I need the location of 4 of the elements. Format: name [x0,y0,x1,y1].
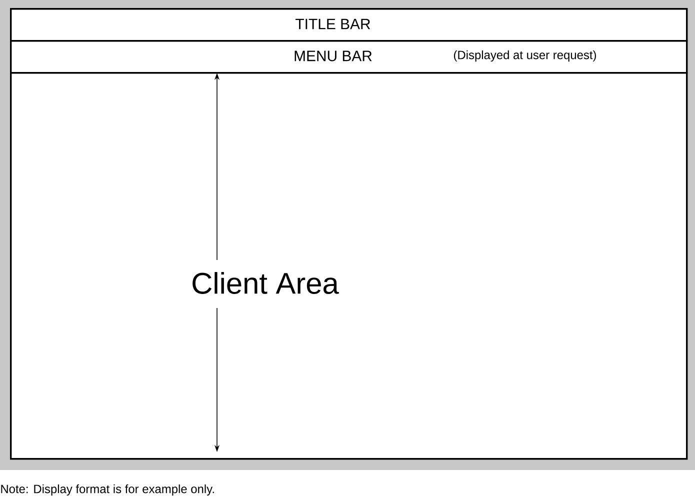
note-text: Note: Display format is for example only. [1,484,214,496]
client-area: Client Area [10,72,688,460]
title-bar: TITLE BAR [10,8,688,42]
menu-bar: MENU BAR (Displayed at user request) [10,40,688,74]
